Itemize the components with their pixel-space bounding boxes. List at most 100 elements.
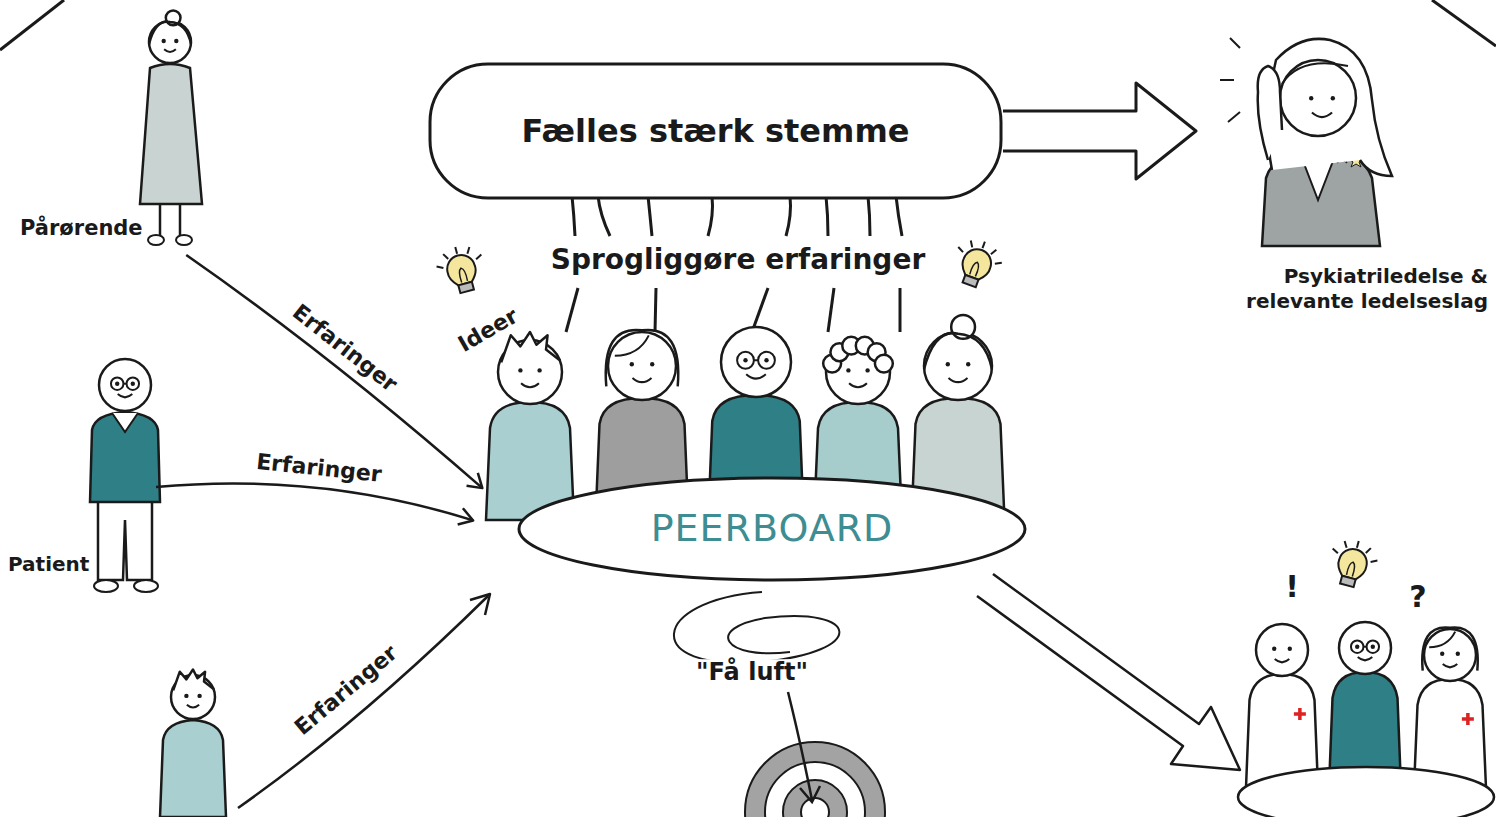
eye (518, 368, 522, 372)
eye (1331, 96, 1335, 100)
bulb-ray (991, 249, 996, 256)
head (608, 332, 676, 400)
speech-bubble: Fælles stærk stemme (428, 62, 1003, 200)
speech-tail (752, 288, 768, 332)
mouth (1275, 659, 1290, 662)
collar (112, 413, 138, 432)
target-ring (783, 780, 847, 817)
bulb-ray (443, 253, 448, 260)
hollow-arrow (977, 574, 1240, 770)
foot (134, 580, 158, 592)
target-ring (745, 742, 885, 817)
bulb-filament (1346, 561, 1356, 576)
hair (149, 22, 191, 44)
glasses (1351, 640, 1363, 652)
head (1339, 622, 1391, 674)
target-ring (765, 762, 865, 817)
hair (1282, 63, 1348, 84)
trousers (98, 500, 152, 580)
hair (173, 670, 214, 691)
bulb-ray (466, 247, 471, 254)
person-figure (486, 332, 574, 520)
hair (1429, 632, 1455, 648)
text-label: ! (1282, 570, 1302, 605)
listening-lines (1220, 38, 1240, 122)
bulb-ray (1332, 549, 1339, 554)
head (924, 332, 992, 400)
eye (115, 382, 119, 386)
eye (650, 362, 654, 366)
connector (186, 255, 482, 488)
frame-corner (0, 0, 64, 50)
eye (174, 39, 178, 43)
foot (94, 580, 118, 592)
idea-bulb (947, 234, 1006, 293)
eye (537, 368, 541, 372)
eye (1309, 96, 1313, 100)
mouth (849, 383, 867, 387)
eye (966, 362, 970, 366)
eye (162, 39, 166, 43)
mouth (1312, 113, 1332, 118)
node-text: Pårørende (20, 215, 143, 241)
arrowhead (467, 473, 483, 488)
mouth (521, 383, 539, 387)
glasses (758, 352, 775, 369)
bubble-outline (430, 64, 1001, 198)
bulb-ray (475, 255, 482, 260)
text-label: Sprogliggøre erfaringer (548, 244, 928, 276)
table (1238, 767, 1494, 817)
mouth (746, 374, 766, 378)
connector (156, 483, 473, 520)
eye (1440, 652, 1444, 656)
edge-label: Erfaringer (252, 448, 386, 487)
eye (865, 368, 869, 372)
edge-label: Erfaringer (285, 297, 404, 398)
mouth (187, 705, 199, 708)
bulb-ray (1357, 541, 1359, 548)
body (160, 720, 226, 817)
hair-curl (875, 355, 893, 373)
bulb-filament (458, 267, 468, 282)
arrowhead (470, 594, 490, 615)
glasses (754, 359, 758, 361)
figure-label: Pårørende (12, 5, 217, 255)
legs (160, 204, 180, 236)
node-text: Psykiatriledelse & relevante ledelseslag (1202, 264, 1488, 314)
sweater (90, 412, 160, 502)
head (149, 21, 191, 63)
bulb-base (1340, 576, 1356, 587)
idea-bulb (433, 241, 490, 297)
hollow-arrow (1003, 83, 1196, 179)
text-label: ? (1406, 580, 1429, 615)
foot (176, 235, 192, 245)
speech-tail (786, 196, 791, 236)
mouth (948, 378, 967, 382)
node-text: Patient (8, 552, 89, 577)
ellipse-outline (519, 478, 1025, 580)
text-label: Ideer (451, 301, 525, 358)
mouth (1443, 664, 1458, 667)
bulb-ray (957, 247, 964, 252)
bulb-base (963, 275, 979, 287)
glasses (1363, 646, 1366, 648)
mouth (118, 394, 133, 397)
bulb-ray (982, 242, 984, 249)
frame-corner (1432, 0, 1496, 46)
eye (630, 362, 634, 366)
figure-label: Patient (4, 325, 156, 595)
bulb-base (458, 282, 474, 293)
hair (615, 335, 649, 355)
person-figure (160, 670, 226, 817)
bulb-ray (1366, 547, 1371, 554)
glasses (111, 377, 123, 389)
experience-arrow (238, 596, 488, 808)
hair (501, 332, 560, 362)
node-text: PEERBOARD (651, 505, 894, 553)
eye (946, 362, 950, 366)
target-arrow (788, 692, 812, 800)
bulb-ray (455, 247, 457, 254)
bulb-ray (437, 265, 444, 270)
glasses (737, 352, 754, 369)
bulb-ray (995, 261, 1002, 266)
